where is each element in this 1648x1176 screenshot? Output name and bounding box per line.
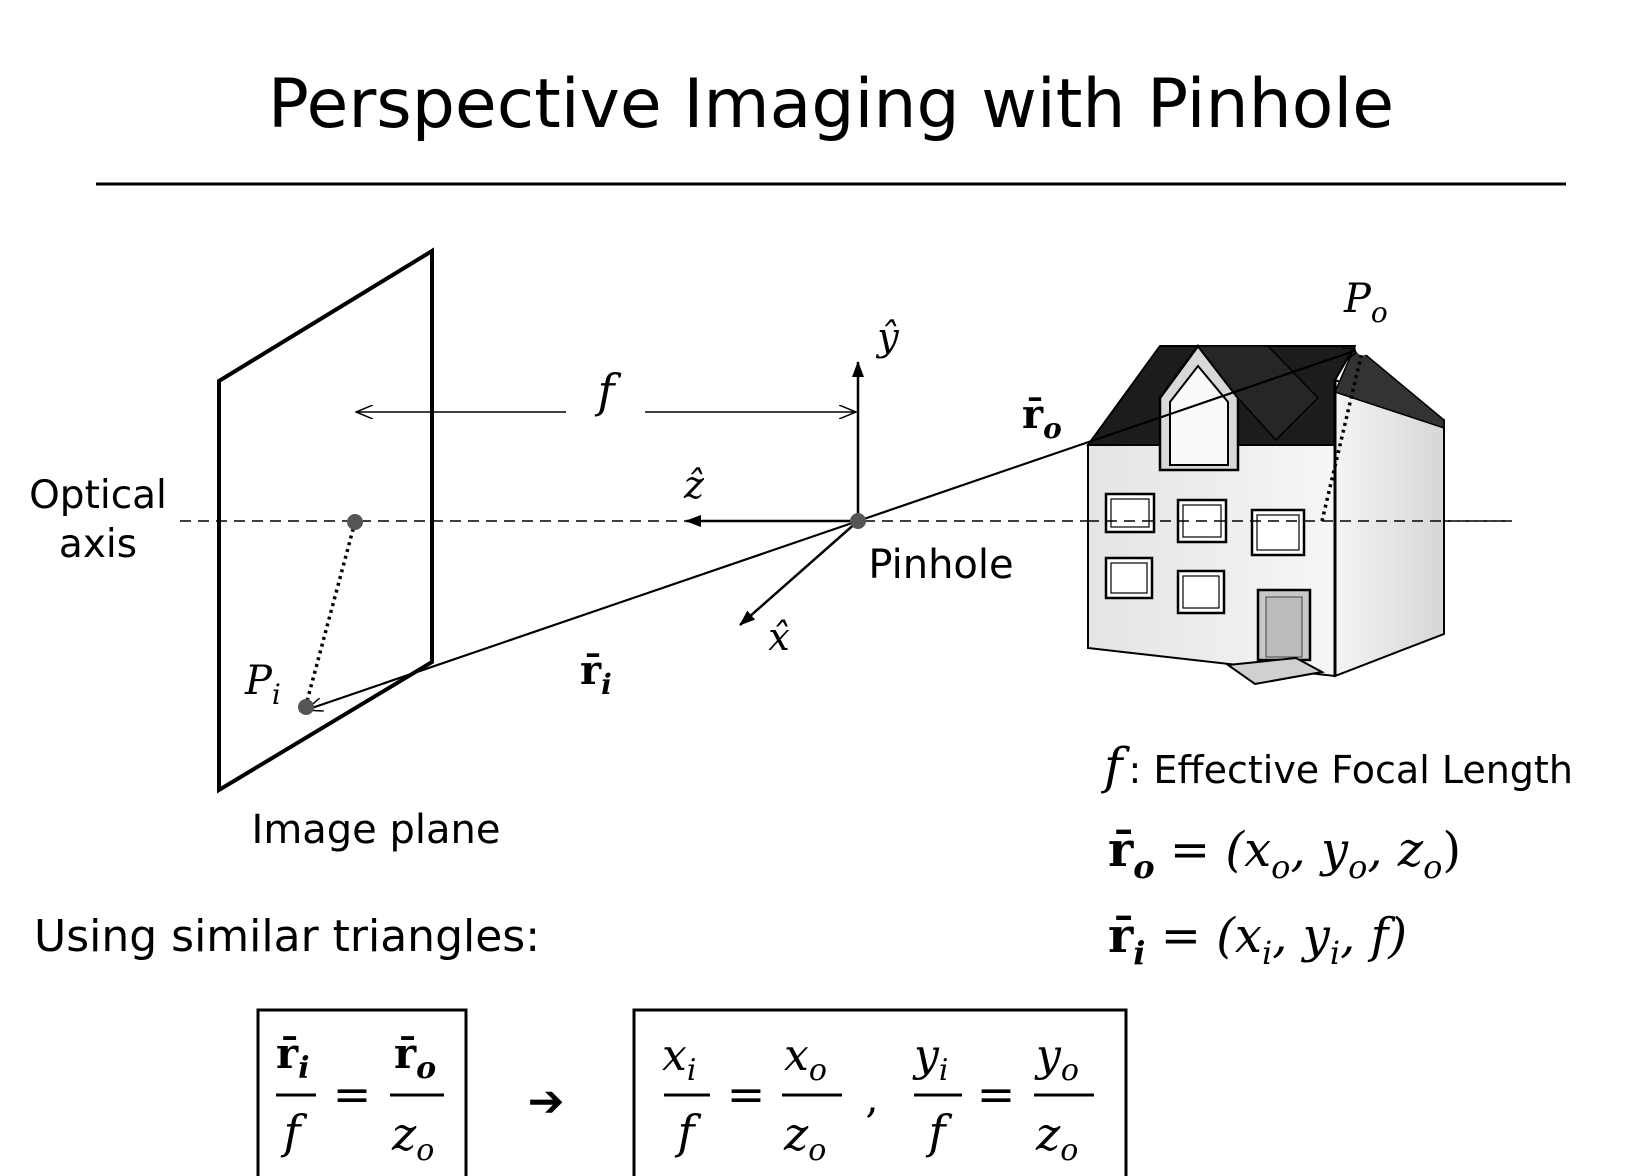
svg-text:=: =: [977, 1067, 1016, 1121]
image-point-dotted-line: [304, 521, 357, 706]
image-plane: [217, 247, 434, 794]
object-point-p-o: [1355, 340, 1371, 356]
equation-components: xi f = xo zo , yi f = yo zo: [662, 1030, 1094, 1168]
svg-text:zo: zo: [391, 1107, 434, 1168]
svg-text:=: =: [727, 1067, 766, 1121]
optical-axis-label-line1: Optical: [29, 473, 167, 518]
svg-text:,: ,: [865, 1073, 878, 1122]
r-o-label: r̄o: [1022, 391, 1062, 445]
svg-text:zo: zo: [783, 1107, 826, 1168]
svg-text:xo: xo: [784, 1030, 827, 1088]
object-point-dotted-line: [1320, 347, 1365, 522]
svg-text:yo: yo: [1034, 1030, 1079, 1088]
svg-text:r̄o: r̄o: [394, 1029, 436, 1086]
slide-title: Perspective Imaging with Pinhole: [268, 65, 1394, 144]
equation-vector: r̄i f = r̄o zo: [276, 1029, 444, 1168]
house-illustration: [1086, 343, 1445, 686]
ray-r-i: [306, 519, 859, 710]
svg-text:f: f: [674, 1105, 701, 1159]
svg-text:r̄i: r̄i: [276, 1029, 310, 1086]
x-axis-arrow: [739, 520, 859, 626]
pinhole-point: [850, 513, 866, 529]
p-o-label: Po: [1343, 276, 1388, 329]
y-axis-label: ŷ: [875, 315, 899, 359]
definition-r-i: r̄i = (xi, yi, f): [1108, 908, 1407, 972]
implies-arrow: ➔: [528, 1076, 565, 1127]
svg-text:zo: zo: [1035, 1107, 1078, 1168]
equation-box-vector: [256, 1008, 468, 1176]
similar-triangles-label: Using similar triangles:: [34, 911, 540, 962]
svg-text:=: =: [333, 1067, 372, 1121]
pinhole-label: Pinhole: [868, 542, 1013, 588]
image-plane-label: Image plane: [252, 807, 501, 853]
definition-focal-length: f: Effective Focal Length: [1100, 737, 1573, 795]
svg-text:f: f: [280, 1105, 307, 1159]
svg-text:yi: yi: [912, 1030, 948, 1088]
svg-text:xi: xi: [662, 1030, 696, 1088]
optical-axis-label-line2: axis: [59, 522, 137, 567]
p-i-label: Pi: [244, 658, 281, 711]
equation-box-components: [632, 1008, 1128, 1176]
svg-text:f: f: [925, 1105, 952, 1159]
focal-length-label: f: [594, 364, 621, 418]
definition-r-o: r̄o = (xo, yo, zo): [1108, 822, 1461, 886]
ray-r-o: [857, 349, 1360, 523]
image-point-p-i: [298, 699, 314, 715]
z-axis-label: ẑ: [683, 463, 705, 507]
x-axis-label: x̂: [768, 615, 789, 659]
r-i-label: r̄i: [580, 647, 612, 701]
image-center-point: [347, 514, 363, 530]
